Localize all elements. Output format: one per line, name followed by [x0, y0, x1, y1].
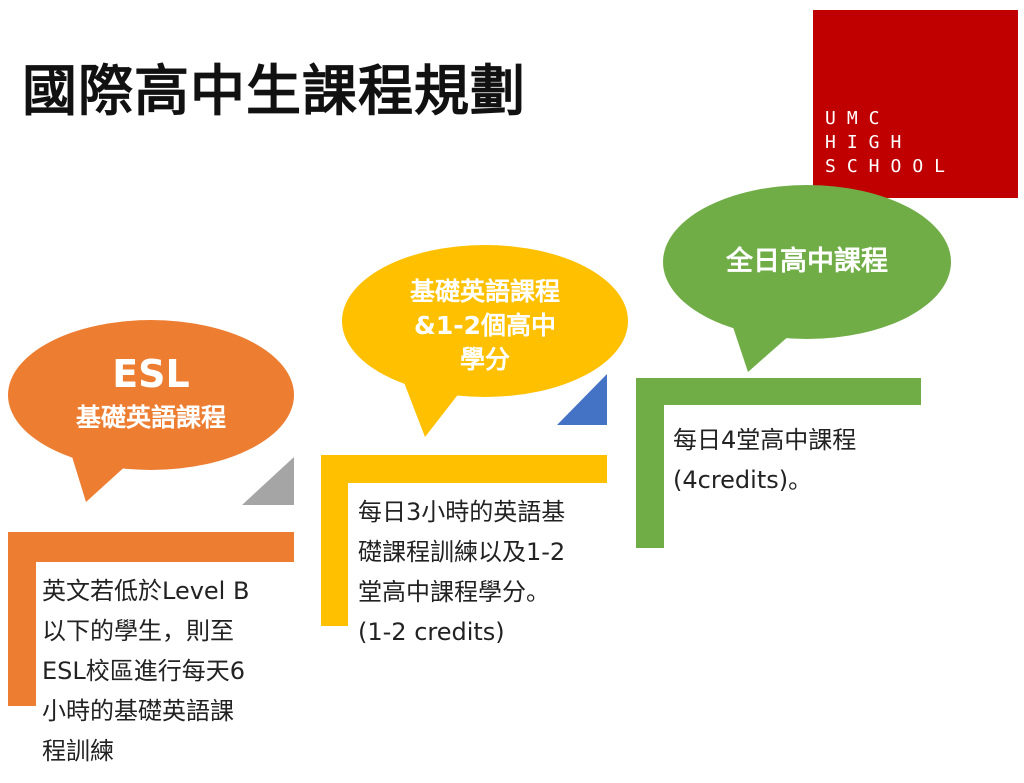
- stage-2-frame: [321, 455, 607, 626]
- stage-2-description: 每日3小時的英語基 礎課程訓練以及1-2 堂高中課程學分。 (1-2 credi…: [358, 498, 566, 646]
- logo-line-2: HIGH: [825, 132, 913, 153]
- stage-3-bubble: [663, 185, 951, 372]
- step-triangle-2: [557, 374, 607, 425]
- stage-3-frame: [636, 378, 921, 548]
- stage-2-bubble-title: 基礎英語課程 &1-2個高中 學分: [409, 277, 560, 374]
- logo-line-3: SCHOOL: [825, 156, 957, 177]
- stage-1-bubble-subtitle: 基礎英語課程: [75, 403, 226, 432]
- stage-1-frame: [8, 532, 294, 706]
- stage-3-description: 每日4堂高中課程 (4credits)。: [673, 426, 857, 494]
- stage-1-bubble: [8, 320, 294, 502]
- school-logo: UMC HIGH SCHOOL: [813, 10, 1018, 198]
- step-triangle-1: [242, 457, 294, 505]
- stage-2-bubble: [342, 245, 628, 437]
- stage-3-bubble-title: 全日高中課程: [726, 246, 888, 277]
- stage-1-description: 英文若低於Level B 以下的學生，則至 ESL校區進行每天6 小時的基礎英語…: [42, 577, 250, 765]
- stage-1-bubble-title: ESL: [112, 352, 190, 396]
- logo-line-1: UMC: [825, 108, 891, 129]
- page-title: 國際高中生課程規劃: [22, 59, 527, 123]
